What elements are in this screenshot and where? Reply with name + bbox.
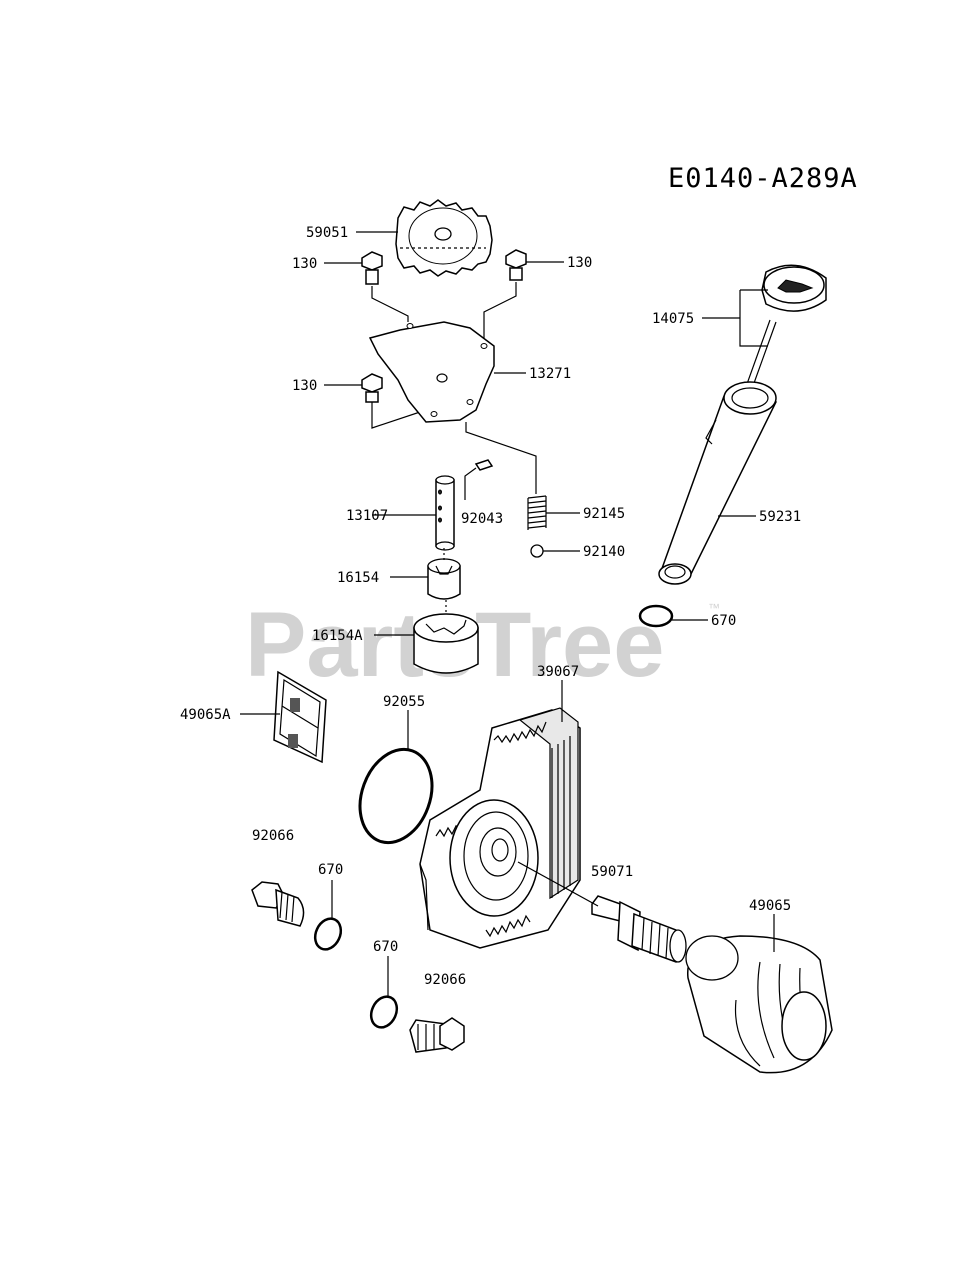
label-92140[interactable]: 92140	[583, 544, 625, 560]
oil-screen-icon[interactable]	[273, 670, 327, 764]
label-670-middle[interactable]: 670	[318, 862, 343, 878]
ball-icon[interactable]	[530, 544, 544, 558]
filler-tube-icon[interactable]	[658, 381, 777, 585]
pump-housing-icon[interactable]	[419, 707, 581, 949]
label-130-left[interactable]: 130	[292, 256, 317, 272]
label-59071[interactable]: 59071	[591, 864, 633, 880]
drain-plug-icon[interactable]	[409, 1017, 465, 1053]
label-92043[interactable]: 92043	[461, 511, 503, 527]
o-ring-icon[interactable]	[638, 604, 674, 628]
label-39067[interactable]: 39067	[537, 664, 579, 680]
pin-icon[interactable]	[474, 459, 494, 471]
gear-icon[interactable]	[395, 199, 493, 277]
label-49065[interactable]: 49065	[749, 898, 791, 914]
label-59051[interactable]: 59051	[306, 225, 348, 241]
inner-rotor-icon[interactable]	[427, 558, 461, 600]
diagram-code: E0140-A289A	[668, 163, 858, 194]
label-49065A[interactable]: 49065A	[180, 707, 231, 723]
cover-plate-icon[interactable]	[368, 321, 495, 423]
label-16154[interactable]: 16154	[337, 570, 379, 586]
label-670-upper[interactable]: 670	[711, 613, 736, 629]
o-ring-large-icon[interactable]	[348, 739, 445, 852]
o-ring-icon[interactable]	[366, 992, 401, 1031]
label-13107[interactable]: 13107	[346, 508, 388, 524]
label-130-lower[interactable]: 130	[292, 378, 317, 394]
label-13271[interactable]: 13271	[529, 366, 571, 382]
label-92066-left[interactable]: 92066	[252, 828, 294, 844]
bolt-icon[interactable]	[505, 249, 527, 281]
shaft-icon[interactable]	[435, 475, 455, 551]
label-59231[interactable]: 59231	[759, 509, 801, 525]
label-14075[interactable]: 14075	[652, 311, 694, 327]
outer-rotor-icon[interactable]	[413, 613, 479, 674]
drain-plug-icon[interactable]	[251, 881, 305, 927]
dipstick-icon[interactable]	[733, 264, 827, 423]
spring-icon[interactable]	[527, 495, 547, 530]
label-92145[interactable]: 92145	[583, 506, 625, 522]
oil-filter-icon[interactable]	[685, 935, 833, 1074]
watermark-trademark: ™	[708, 601, 720, 615]
o-ring-icon[interactable]	[310, 914, 345, 953]
label-92066-lower[interactable]: 92066	[424, 972, 466, 988]
label-16154A[interactable]: 16154A	[312, 628, 363, 644]
bolt-icon[interactable]	[361, 251, 383, 285]
label-670-lower[interactable]: 670	[373, 939, 398, 955]
fitting-icon[interactable]	[591, 895, 687, 963]
bolt-icon[interactable]	[361, 373, 383, 403]
label-92055[interactable]: 92055	[383, 694, 425, 710]
label-130-right[interactable]: 130	[567, 255, 592, 271]
